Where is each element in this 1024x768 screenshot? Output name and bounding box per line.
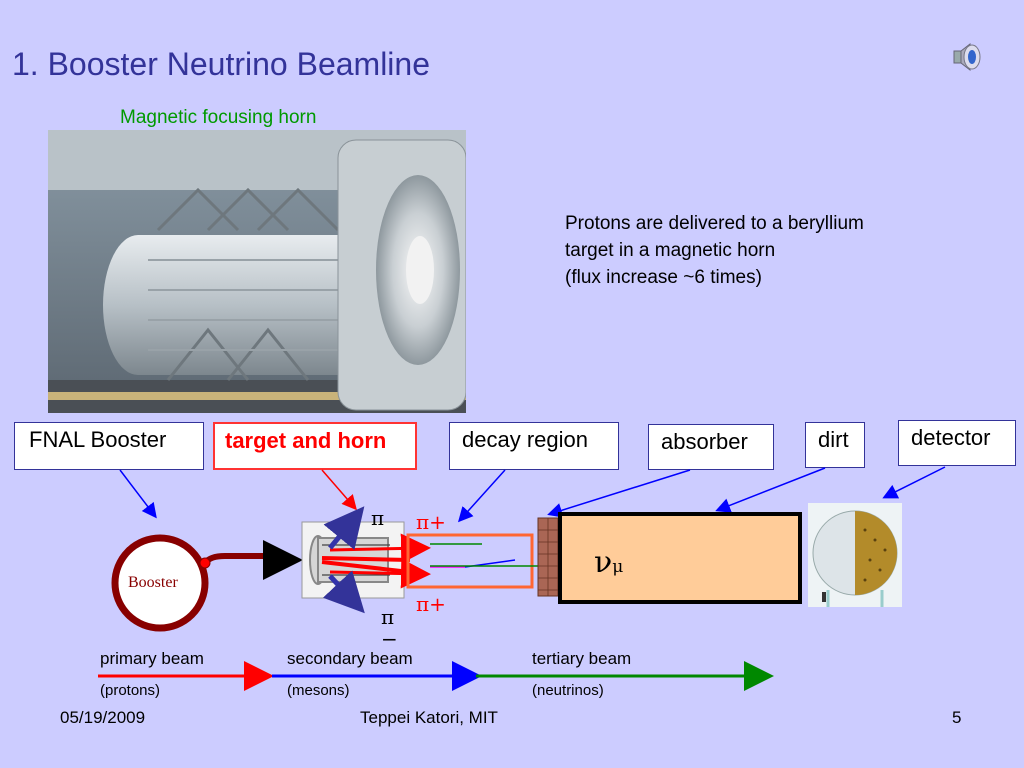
pi-minus-bottom-sign: − <box>381 627 398 651</box>
callout-arrows <box>119 466 946 523</box>
description-line: target in a magnetic horn <box>565 240 776 261</box>
pi-plus-top-label: π+ <box>416 510 446 534</box>
pi-minus-bottom-label: π <box>381 605 395 629</box>
booster-ring-label: Booster <box>128 574 178 591</box>
neutrino-label: νμ <box>594 545 623 580</box>
label-target-horn: target and horn <box>213 422 417 470</box>
beam-primary-sub: (protons) <box>100 682 161 699</box>
beam-secondary-label: secondary beam <box>287 649 413 668</box>
label-dirt: dirt <box>805 422 865 468</box>
photo-caption: Magnetic focusing horn <box>120 107 317 128</box>
footer-page-number: 5 <box>952 708 962 727</box>
slide-title: 1. Booster Neutrino Beamline <box>12 46 430 82</box>
label-detector: detector <box>898 420 1016 466</box>
pi-plus-bottom-label: π+ <box>416 592 446 616</box>
horn-thumbnail <box>301 521 405 599</box>
description: Protons are delivered to a beryllium tar… <box>565 210 864 291</box>
beam-tertiary-sub: (neutrinos) <box>532 682 604 699</box>
beam-secondary-sub: (mesons) <box>287 682 350 699</box>
description-line: Protons are delivered to a beryllium <box>565 213 864 234</box>
label-absorber: absorber <box>648 424 774 470</box>
beam-tertiary-label: tertiary beam <box>532 649 632 668</box>
label-decay-region: decay region <box>449 422 619 470</box>
description-line: (flux increase ~6 times) <box>565 267 762 288</box>
absorber-block <box>537 517 559 597</box>
decay-region-box <box>406 533 534 589</box>
horn-photo <box>48 130 466 413</box>
beam-primary-label: primary beam <box>100 649 204 668</box>
footer-author: Teppei Katori, MIT <box>360 708 498 727</box>
pi-minus-top-label: π <box>371 506 385 530</box>
neutrino-symbol: ν <box>594 545 613 580</box>
detector-image <box>808 503 902 607</box>
speaker-icon[interactable] <box>950 40 984 74</box>
neutrino-subscript: μ <box>612 557 624 577</box>
footer-date: 05/19/2009 <box>60 708 146 727</box>
label-fnal-booster: FNAL Booster <box>14 422 204 470</box>
